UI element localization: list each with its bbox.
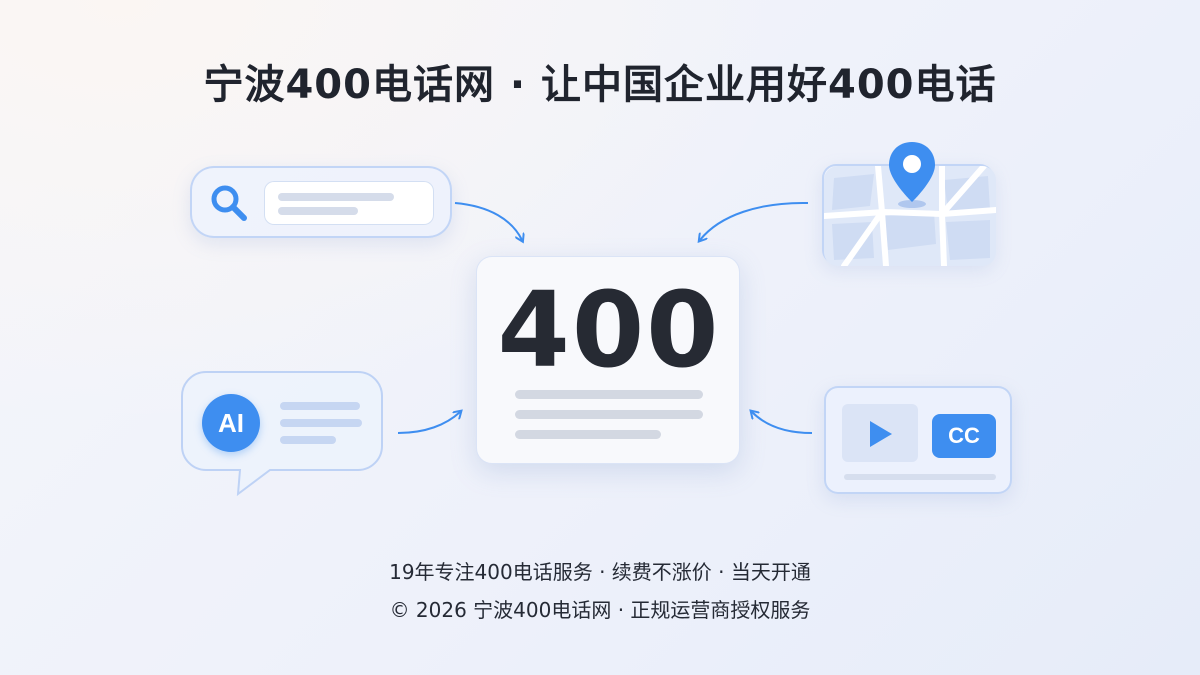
ai-badge-label: AI: [218, 408, 244, 438]
arrow-icon: [700, 201, 809, 240]
arrow-icon: [454, 202, 522, 240]
map-illustration: [824, 166, 996, 266]
progress-bar: [844, 474, 996, 480]
phone-number-card: 400: [476, 256, 740, 464]
closed-caption-badge: CC: [932, 414, 996, 458]
arrow-icon: [397, 412, 460, 434]
video-card: CC: [824, 386, 1012, 494]
video-player: [842, 404, 918, 462]
search-field: [264, 181, 434, 225]
search-icon: [211, 185, 247, 221]
ai-chat-bubble: AI: [180, 370, 386, 498]
search-card: [190, 166, 452, 238]
text-line: [515, 430, 661, 439]
message-line: [280, 436, 336, 444]
play-icon: [870, 421, 892, 447]
placeholder-line: [278, 207, 358, 215]
arrow-icon: [752, 412, 813, 434]
footer-tagline: 19年专注400电话服务 · 续费不涨价 · 当天开通: [389, 560, 811, 584]
map-card: [822, 142, 996, 266]
page-title: 宁波400电话网 · 让中国企业用好400电话: [203, 62, 997, 108]
text-line: [515, 410, 703, 419]
message-line: [280, 402, 360, 410]
footer-copyright: © 2026 宁波400电话网 · 正规运营商授权服务: [389, 598, 811, 622]
map-pin-icon: [889, 142, 935, 208]
ai-badge: AI: [202, 394, 260, 452]
message-line: [280, 419, 362, 427]
placeholder-line: [278, 193, 394, 201]
text-line: [515, 390, 703, 399]
number-400: 400: [497, 269, 721, 391]
